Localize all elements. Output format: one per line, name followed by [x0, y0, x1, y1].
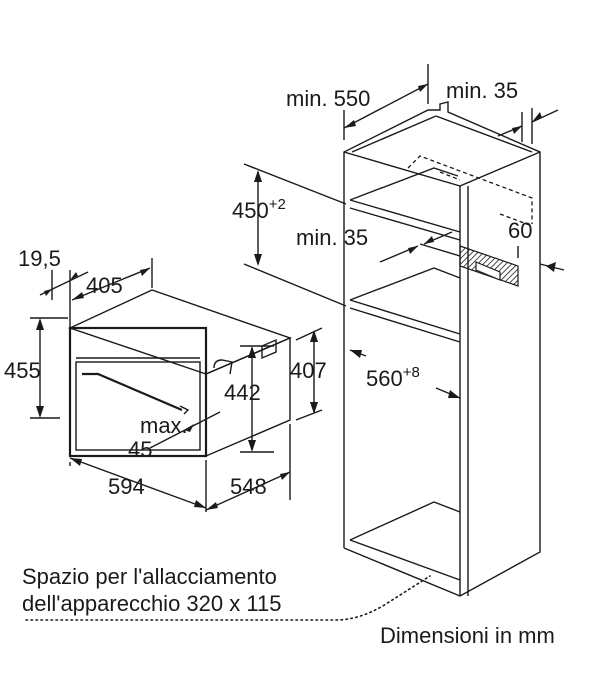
- label-oven-height: 455: [4, 358, 41, 383]
- label-niche-width-tol: +8: [403, 364, 420, 381]
- dim-niche-width: 560+8: [349, 349, 461, 399]
- label-niche-width: 560+8: [366, 364, 420, 391]
- label-vent-height: 60: [508, 218, 532, 243]
- cabinet-drawing: [343, 101, 541, 597]
- dim-cabinet-side: min. 35: [446, 78, 559, 144]
- label-niche-450-tol: +2: [269, 196, 286, 213]
- label-oven-depth: 405: [86, 273, 123, 298]
- door-handle: [82, 372, 183, 412]
- connection-note-line1: Spazio per l'allacciamento: [22, 564, 277, 589]
- label-niche-450: 450+2: [232, 196, 286, 223]
- connection-box: [213, 359, 233, 375]
- label-max: max.: [140, 413, 188, 438]
- oven-drawing: [68, 289, 292, 458]
- dim-oven-height: 455: [4, 317, 68, 419]
- dim-body-depth: 548: [205, 424, 291, 511]
- label-cabinet-side: min. 35: [446, 78, 518, 103]
- label-frame-depth: 19,5: [18, 246, 61, 271]
- oven-door: [75, 361, 201, 451]
- dim-niche-height-450: 450+2: [232, 163, 347, 307]
- dim-vent-height: 60: [508, 218, 565, 272]
- label-oven-width: 594: [108, 474, 145, 499]
- vent-block: [459, 245, 519, 287]
- dim-niche-height: 442: [224, 345, 274, 453]
- units-note: Dimensioni in mm: [380, 623, 555, 648]
- label-max-value: 45: [128, 437, 152, 462]
- label-body-depth: 548: [230, 474, 267, 499]
- dim-max: max. 45: [128, 411, 221, 462]
- dim-oven-depth: 405: [71, 258, 153, 301]
- connection-leader: [25, 575, 431, 621]
- dim-oven-width: 594: [69, 457, 207, 512]
- connection-note-line2: dell'apparecchio 320 x 115: [22, 591, 281, 616]
- dim-frame-depth: 19,5: [18, 246, 89, 330]
- label-niche-height: 442: [224, 380, 261, 405]
- dim-body-height: 407: [290, 327, 327, 421]
- label-vent-depth: min. 35: [296, 225, 368, 250]
- label-cabinet-depth: min. 550: [286, 86, 370, 111]
- dim-cabinet-depth: min. 550: [286, 64, 429, 140]
- dim-vent-depth: min. 35: [296, 225, 453, 263]
- label-body-height: 407: [290, 358, 327, 383]
